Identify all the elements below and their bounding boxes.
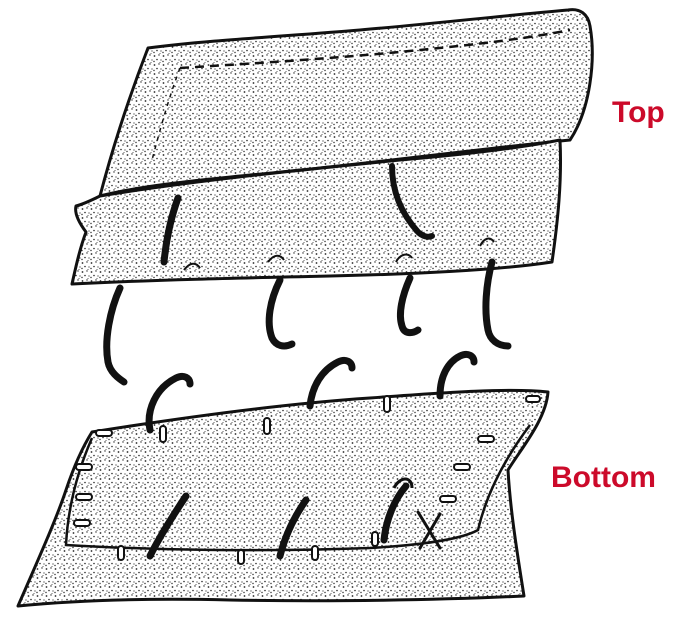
bottom-piece [18, 354, 548, 606]
suture-strand-3 [400, 278, 418, 333]
suture-strand-2 [269, 280, 292, 346]
bottom-label: Bottom [551, 463, 656, 493]
suture-strand-4 [486, 262, 508, 346]
bottom-piece-body [18, 390, 548, 606]
suture-strand-1 [107, 288, 124, 382]
bottom-suture-3 [440, 354, 474, 396]
top-piece [72, 10, 592, 284]
top-label: Top [612, 98, 665, 128]
